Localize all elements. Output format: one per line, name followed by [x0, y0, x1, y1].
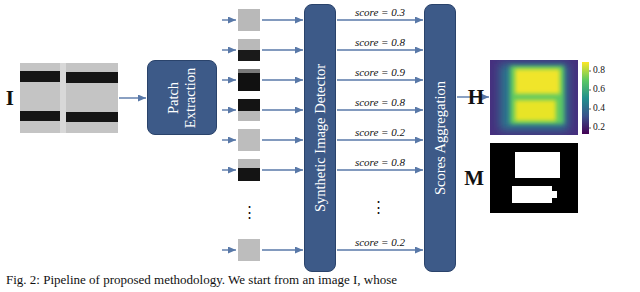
symbol-label: H — [468, 85, 484, 110]
image-gap — [60, 63, 66, 133]
flow-arrow — [337, 169, 423, 170]
process-box: Patch Extraction — [147, 60, 217, 135]
score-label: score = 0.3 — [355, 6, 405, 19]
image-bar — [20, 71, 60, 82]
patch-dark — [238, 168, 260, 181]
process-box: Scores Aggregation — [424, 4, 456, 272]
patch-arrow — [222, 79, 236, 80]
tick — [589, 90, 591, 91]
box-label: Patch Extraction — [165, 66, 198, 130]
patch-light — [238, 69, 260, 73]
symbol-label: M — [464, 166, 484, 191]
colorbar-tick-label: 0.6 — [593, 84, 605, 94]
symbol-label: I — [6, 86, 14, 111]
patch-arrow — [262, 139, 303, 140]
flow-arrow — [119, 97, 146, 98]
flow-arrow — [337, 79, 423, 80]
patch-arrow — [262, 79, 303, 80]
ellipsis: ⋮ — [242, 203, 257, 221]
patch-arrow — [222, 109, 236, 110]
score-label: score = 0.8 — [355, 36, 405, 49]
input-image — [20, 63, 118, 133]
patch-arrow — [222, 19, 236, 20]
mask — [490, 143, 578, 213]
colorbar — [582, 62, 589, 134]
patch-arrow — [262, 249, 303, 250]
score-label: score = 0.2 — [355, 126, 405, 139]
patch — [238, 129, 260, 151]
patch-dark — [238, 99, 260, 111]
box-label: Scores Aggregation — [432, 81, 449, 195]
mask-frame: M — [490, 143, 578, 213]
heatmap-ground — [490, 60, 578, 135]
input-image-frame: I — [20, 63, 118, 133]
patch — [238, 69, 260, 91]
mask-region — [512, 186, 557, 203]
mask-region — [515, 152, 560, 178]
heatmap-frame: H — [490, 60, 578, 135]
patch — [238, 9, 260, 31]
patch-arrow — [262, 19, 303, 20]
flow-arrow — [337, 19, 423, 20]
figure-caption: Fig. 2: Pipeline of proposed methodology… — [6, 272, 397, 288]
flow-arrow — [337, 139, 423, 140]
process-box: Synthetic Image Detector — [304, 4, 336, 272]
image-ground — [20, 63, 118, 133]
mask-ground — [490, 143, 578, 213]
patch-arrow — [222, 169, 236, 170]
patch-arrow — [222, 49, 236, 50]
flow-arrow — [337, 249, 423, 250]
ellipsis: ⋮ — [371, 198, 386, 216]
patch-dark — [238, 50, 260, 61]
image-bar — [20, 111, 60, 121]
heatmap-halo — [510, 66, 564, 124]
tick — [589, 71, 591, 72]
patch — [238, 239, 260, 261]
patches — [238, 9, 260, 261]
score-label: score = 0.2 — [355, 236, 405, 249]
box-label: Synthetic Image Detector — [312, 64, 329, 212]
flow-arrow — [337, 49, 423, 50]
tick — [589, 128, 591, 129]
patch-arrow — [222, 249, 236, 250]
patch — [238, 159, 260, 181]
heatmap-hot — [515, 100, 556, 121]
image-bar — [66, 72, 118, 83]
patch-arrow — [262, 49, 303, 50]
image-bar — [66, 112, 118, 122]
colorbar-tick-label: 0.8 — [593, 65, 605, 75]
heatmap — [490, 60, 578, 135]
patch-arrow — [222, 139, 236, 140]
heatmap-hot — [515, 69, 560, 94]
patch-arrow — [262, 169, 303, 170]
score-label: score = 0.8 — [355, 96, 405, 109]
patch-arrow — [262, 109, 303, 110]
flow-arrow — [337, 109, 423, 110]
colorbar-tick-label: 0.2 — [593, 122, 605, 132]
patch — [238, 39, 260, 61]
patch-arrows — [222, 20, 303, 250]
patch — [238, 99, 260, 121]
heatmap-halo — [500, 64, 568, 130]
colorbar-ticks — [589, 71, 591, 128]
score-label: score = 0.9 — [355, 66, 405, 79]
tick — [589, 109, 591, 110]
score-label: score = 0.8 — [355, 156, 405, 169]
colorbar-tick-label: 0.4 — [593, 103, 605, 113]
